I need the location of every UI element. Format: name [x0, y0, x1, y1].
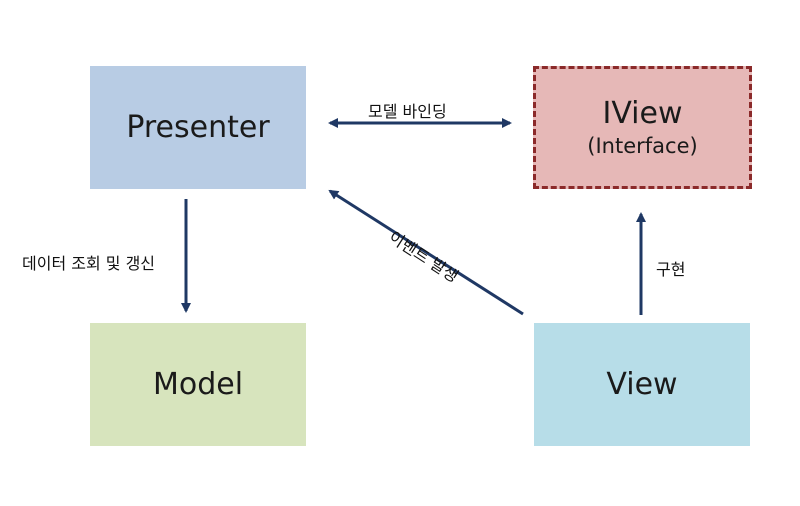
iview-box: IView (Interface): [533, 66, 752, 189]
presenter-title: Presenter: [126, 110, 270, 145]
view-title: View: [606, 367, 678, 402]
binding-label: 모델 바인딩: [368, 102, 447, 121]
iview-subtitle: (Interface): [587, 134, 698, 158]
event-label: 이벤트 발생: [385, 227, 462, 287]
implement-label: 구현: [656, 260, 686, 279]
presenter-box: Presenter: [90, 66, 306, 189]
view-box: View: [534, 323, 750, 446]
crud-label: 데이터 조회 및 갱신: [22, 254, 156, 273]
model-title: Model: [152, 367, 244, 402]
model-box: Model: [90, 323, 306, 446]
iview-title: IView: [602, 96, 683, 131]
